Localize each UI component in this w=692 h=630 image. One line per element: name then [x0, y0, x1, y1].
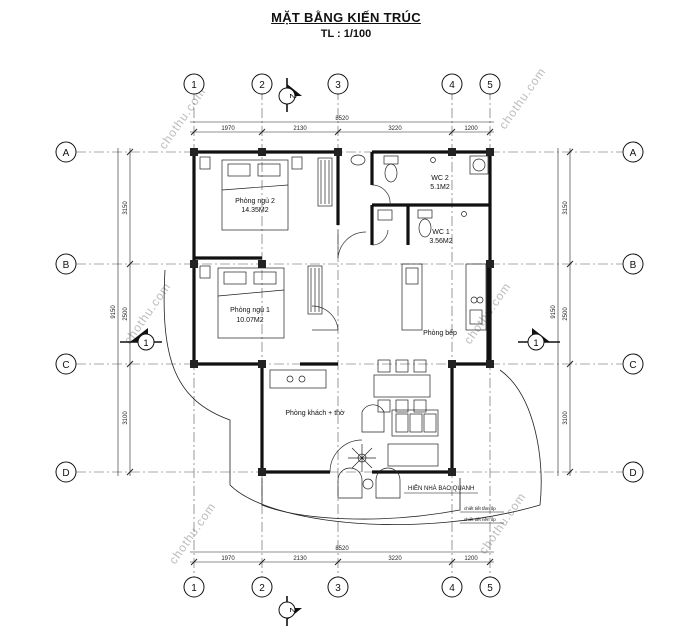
grid-row-label: D — [62, 468, 69, 479]
grid-row-label: C — [629, 360, 636, 371]
dim-total-label: 9150 — [551, 305, 557, 319]
grid-col-label: 5 — [487, 583, 493, 594]
wall-columns — [190, 148, 494, 476]
grid-row-label: A — [630, 148, 637, 159]
room-area-wc-2: 5.1M2 — [430, 184, 450, 191]
dim-label: 3150 — [123, 201, 129, 215]
room-area-bedroom-2: 14.35M2 — [241, 207, 268, 214]
dim-label: 1970 — [221, 126, 235, 132]
grid-col-label: 3 — [335, 80, 341, 91]
room-name-kitchen: Phòng bếp — [423, 328, 457, 337]
room-name-bedroom-2: Phòng ngủ 2 — [235, 197, 275, 205]
door-swings — [311, 184, 391, 473]
dim-label: 2500 — [563, 307, 569, 321]
dim-label: 3220 — [388, 556, 402, 562]
dim-label: 2130 — [293, 556, 307, 562]
dimension-ticks — [126, 128, 574, 566]
dim-label: 2130 — [293, 126, 307, 132]
grid-row-label: D — [629, 468, 636, 479]
watermark: chothu.com — [156, 85, 209, 152]
section-marker-horizontal-right: 1 — [518, 328, 560, 351]
grid-col-label: 4 — [449, 80, 455, 91]
grid-col-label: 1 — [191, 583, 197, 594]
watermark-group: chothu.com chothu.com chothu.com chothu.… — [121, 65, 549, 567]
veranda-label: HIÊN NHÀ BAO QUANH — [408, 484, 474, 492]
dim-label: 3220 — [388, 126, 402, 132]
grid-col-label: 3 — [335, 583, 341, 594]
dimension-lines — [117, 121, 571, 563]
drawing-title: MẶT BẰNG KIẾN TRÚC — [271, 10, 421, 25]
grid-col-label: 2 — [259, 583, 265, 594]
grid-row-label: C — [62, 360, 69, 371]
veranda-outline — [163, 269, 542, 525]
grid-bubbles — [55, 73, 644, 598]
detail-note-1: chiết tiết tầm ốp — [464, 506, 496, 511]
dim-label: 3150 — [563, 201, 569, 215]
dim-total-label: 8520 — [335, 116, 349, 122]
section-marker-horizontal-left: 1 — [120, 328, 162, 351]
section-marker-label: 1 — [533, 338, 538, 348]
drawing-scale: TL : 1/100 — [320, 28, 372, 40]
section-marker-vertical-top: 2 — [278, 78, 302, 112]
dim-label: 3100 — [123, 411, 129, 425]
dim-label: 2500 — [123, 307, 129, 321]
room-area-wc-1: 3.56M2 — [429, 238, 452, 245]
grid-col-label: 1 — [191, 80, 197, 91]
veranda-step — [261, 478, 461, 520]
detail-note-2: chiết tiết nền ốp — [464, 517, 496, 522]
dim-label: 1200 — [464, 556, 478, 562]
watermark: chothu.com — [166, 500, 219, 567]
furniture — [199, 154, 489, 499]
room-name-bedroom-1: Phòng ngủ 1 — [230, 306, 270, 314]
room-name-wc-1: WC 1 — [432, 229, 450, 236]
section-marker-vertical-bottom: 2 — [278, 596, 302, 626]
grid-col-label: 2 — [259, 80, 265, 91]
dim-total-label: 9150 — [111, 305, 117, 319]
section-marker-label: 2 — [288, 93, 298, 98]
dim-label: 1970 — [221, 556, 235, 562]
watermark: chothu.com — [496, 65, 549, 132]
grid-row-label: A — [63, 148, 70, 159]
room-name-living: Phòng khách + thờ — [285, 410, 345, 417]
room-area-bedroom-1: 10.07M2 — [236, 317, 263, 324]
grid-row-label: B — [630, 260, 637, 271]
section-marker-label: 1 — [143, 338, 148, 348]
section-marker-label: 2 — [288, 607, 298, 612]
dim-label: 3100 — [563, 411, 569, 425]
grid-col-label: 4 — [449, 583, 455, 594]
dim-total-label: 8520 — [335, 546, 349, 552]
room-name-wc-2: WC 2 — [431, 175, 449, 182]
grid-row-label: B — [63, 260, 70, 271]
dim-label: 1200 — [464, 126, 478, 132]
grid-col-label: 5 — [487, 80, 493, 91]
